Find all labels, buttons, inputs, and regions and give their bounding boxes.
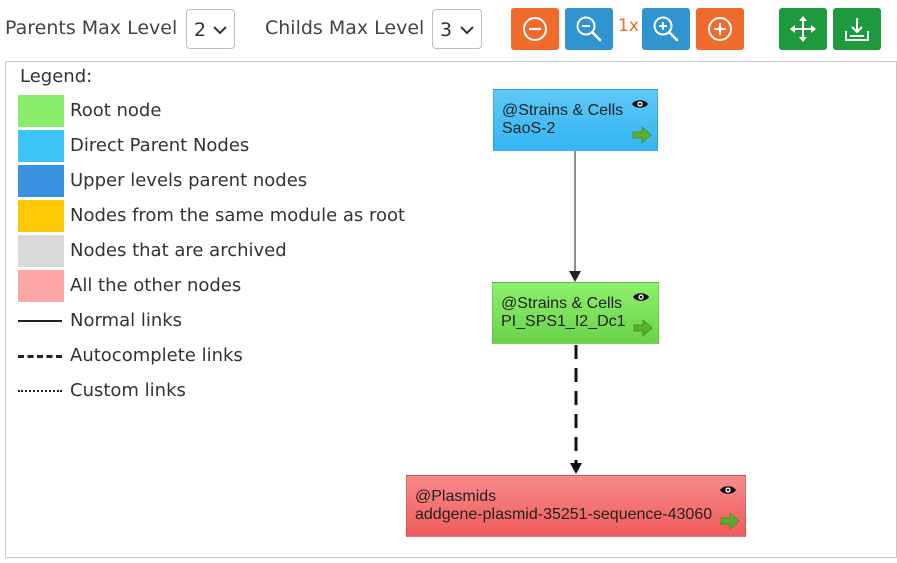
eye-icon[interactable] [719, 484, 737, 496]
dashed-link [570, 345, 582, 474]
download-icon [845, 18, 869, 41]
zoom-level-indicator: 1x [618, 16, 639, 36]
zoom-in-icon [653, 16, 679, 42]
plus-circle-icon [708, 17, 732, 41]
node-name-label: addgene-plasmid-35251-sequence-43060 [415, 506, 713, 523]
legend-label: Nodes that are archived [70, 240, 287, 261]
childs-max-level-label: Childs Max Level [265, 17, 425, 39]
solid-link [569, 151, 581, 282]
legend-swatch [18, 235, 64, 267]
arrow-right-icon[interactable] [720, 512, 740, 530]
node-module-label: @Plasmids [415, 488, 497, 505]
chevron-down-icon [460, 26, 474, 35]
parents-max-level-select[interactable]: 2 [186, 9, 235, 49]
dotted-line-sample [18, 390, 62, 392]
legend-label: Autocomplete links [70, 345, 243, 366]
zoom-in-button[interactable] [642, 8, 690, 50]
graph-node-plasmid[interactable]: @Plasmids addgene-plasmid-35251-sequence… [406, 475, 746, 537]
childs-max-level-value: 3 [440, 19, 453, 41]
eye-icon[interactable] [632, 291, 650, 303]
minus-circle-icon [523, 17, 547, 41]
node-module-label: @Strains & Cells [501, 295, 623, 312]
legend-item-other: All the other nodes [18, 270, 458, 302]
legend-item-root: Root node [18, 95, 458, 127]
collapse-level-button[interactable] [511, 8, 559, 50]
arrow-right-icon[interactable] [632, 126, 652, 144]
download-button[interactable] [833, 8, 881, 50]
legend-label: Nodes from the same module as root [70, 205, 406, 226]
fit-view-button[interactable] [779, 8, 827, 50]
legend-label: Upper levels parent nodes [70, 170, 308, 191]
legend-label: All the other nodes [70, 275, 242, 296]
toolbar: Parents Max Level 2 Childs Max Level 3 1… [0, 0, 897, 60]
graph-node-saos-2[interactable]: @Strains & Cells SaoS-2 [493, 89, 658, 151]
legend-label: Root node [70, 100, 162, 121]
node-name-label: PI_SPS1_I2_Dc1 [501, 313, 626, 330]
dashed-line-sample [18, 355, 62, 358]
legend-item-upper-parent: Upper levels parent nodes [18, 165, 458, 197]
childs-max-level-select[interactable]: 3 [432, 9, 482, 49]
legend-label: Direct Parent Nodes [70, 135, 250, 156]
graph-node-root[interactable]: @Strains & Cells PI_SPS1_I2_Dc1 [492, 282, 659, 344]
expand-level-button[interactable] [696, 8, 744, 50]
legend-swatch [18, 200, 64, 232]
zoom-out-button[interactable] [565, 8, 613, 50]
chevron-down-icon [213, 26, 227, 35]
legend-item-normal-links: Normal links [18, 305, 458, 337]
legend-swatch [18, 270, 64, 302]
legend-swatch [18, 95, 64, 127]
legend-item-custom-links: Custom links [18, 375, 458, 407]
legend-item-same-module: Nodes from the same module as root [18, 200, 458, 232]
legend-label: Custom links [70, 380, 186, 401]
legend-swatch [18, 130, 64, 162]
legend-label: Normal links [70, 310, 183, 331]
move-arrows-icon [790, 16, 816, 42]
parents-max-level-value: 2 [194, 19, 207, 41]
node-name-label: SaoS-2 [502, 120, 556, 137]
legend-item-autocomplete-links: Autocomplete links [18, 340, 458, 372]
parents-max-level-label: Parents Max Level [5, 17, 178, 39]
arrow-right-icon[interactable] [633, 319, 653, 337]
legend-swatch [18, 165, 64, 197]
legend-item-direct-parent: Direct Parent Nodes [18, 130, 458, 162]
zoom-out-icon [576, 16, 602, 42]
legend-item-archived: Nodes that are archived [18, 235, 458, 267]
eye-icon[interactable] [631, 98, 649, 110]
solid-line-sample [18, 320, 62, 322]
legend-title: Legend: [20, 66, 93, 87]
node-module-label: @Strains & Cells [502, 102, 624, 119]
